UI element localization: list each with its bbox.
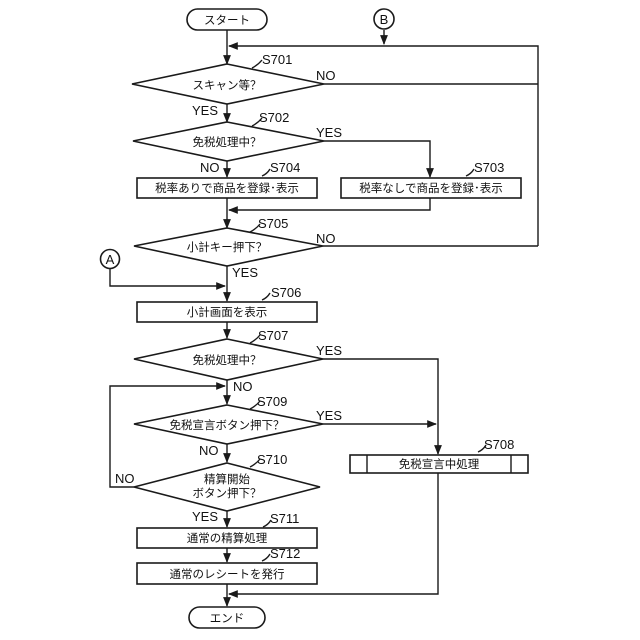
s707-id: S707 bbox=[258, 328, 288, 343]
decision-s705: 小計キー押下？ S705 NO YES bbox=[134, 216, 336, 280]
start-label: スタート bbox=[204, 13, 250, 27]
step-leader bbox=[262, 293, 270, 300]
step-leader bbox=[252, 60, 262, 68]
connector-a: A bbox=[101, 250, 120, 269]
s706-text: 小計画面を表示 bbox=[187, 305, 268, 319]
s709-id: S709 bbox=[257, 394, 287, 409]
flow-line bbox=[229, 198, 430, 210]
connector-a-label: A bbox=[106, 252, 115, 267]
process-s703: 税率なしで商品を登録･表示 S703 bbox=[341, 160, 521, 198]
decision-s702: 免税処理中？ S702 YES NO bbox=[133, 110, 342, 175]
s708-text: 免税宣言中処理 bbox=[399, 457, 480, 471]
decision-s701: スキャン等？ S701 NO YES bbox=[132, 52, 336, 118]
s711-text: 通常の精算処理 bbox=[187, 531, 268, 545]
s705-no-label: NO bbox=[316, 231, 336, 246]
decision-s709: 免税宣言ボタン押下？ S709 YES NO bbox=[134, 394, 342, 458]
s710-text-line1: 精算開始 bbox=[204, 472, 250, 486]
s710-text-line2: ボタン押下？ bbox=[193, 486, 262, 500]
s710-yes-label: YES bbox=[192, 509, 218, 524]
end-terminal: エンド bbox=[189, 607, 265, 628]
step-leader bbox=[262, 169, 270, 176]
s701-text: スキャン等？ bbox=[193, 78, 262, 92]
s710-no-label: NO bbox=[115, 471, 135, 486]
step-leader bbox=[466, 169, 474, 176]
decision-s707: 免税処理中？ S707 YES NO bbox=[134, 328, 342, 394]
s701-yes-label: YES bbox=[192, 103, 218, 118]
flow-line-s707-yes bbox=[323, 359, 438, 454]
s712-id: S712 bbox=[270, 546, 300, 561]
connector-b-label: B bbox=[380, 12, 389, 27]
s702-text: 免税処理中？ bbox=[193, 135, 262, 149]
s704-text: 税率ありで商品を登録･表示 bbox=[155, 181, 299, 195]
s707-yes-label: YES bbox=[316, 343, 342, 358]
s703-text: 税率なしで商品を登録･表示 bbox=[359, 181, 502, 195]
s704-id: S704 bbox=[270, 160, 300, 175]
s701-id: S701 bbox=[262, 52, 292, 67]
s702-id: S702 bbox=[259, 110, 289, 125]
s707-text: 免税処理中？ bbox=[193, 353, 262, 367]
s709-yes-label: YES bbox=[316, 408, 342, 423]
s702-yes-label: YES bbox=[316, 125, 342, 140]
s705-yes-label: YES bbox=[232, 265, 258, 280]
s707-no-label: NO bbox=[233, 379, 253, 394]
s710-id: S710 bbox=[257, 452, 287, 467]
s711-id: S711 bbox=[270, 511, 299, 526]
step-leader bbox=[262, 554, 270, 561]
s705-id: S705 bbox=[258, 216, 288, 231]
end-label: エンド bbox=[210, 611, 245, 625]
subprocess-s708: 免税宣言中処理 S708 bbox=[350, 437, 528, 473]
s701-no-label: NO bbox=[316, 68, 336, 83]
s709-no-label: NO bbox=[199, 443, 219, 458]
s705-text: 小計キー押下？ bbox=[187, 240, 268, 254]
flow-line-a bbox=[110, 268, 225, 286]
flow-line-s702-yes bbox=[324, 141, 430, 177]
s706-id: S706 bbox=[271, 285, 301, 300]
s708-id: S708 bbox=[484, 437, 514, 452]
start-terminal: スタート bbox=[187, 9, 267, 30]
s709-text: 免税宣言ボタン押下？ bbox=[170, 418, 285, 432]
s703-id: S703 bbox=[474, 160, 504, 175]
s702-no-label: NO bbox=[200, 160, 220, 175]
connector-b: B bbox=[374, 9, 394, 29]
s712-text: 通常のレシートを発行 bbox=[170, 567, 285, 581]
